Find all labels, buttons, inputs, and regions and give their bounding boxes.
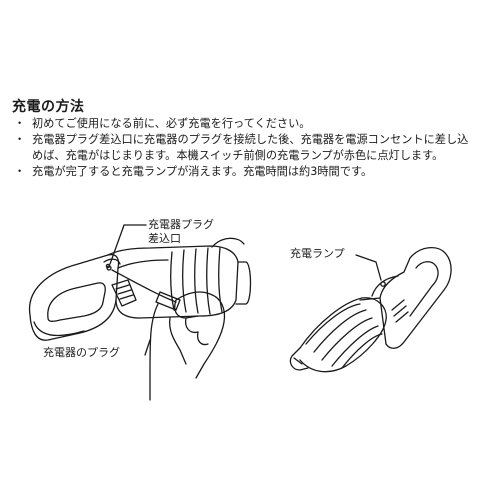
instruction-text: 初めてご使用になる前に、必ず充電を行ってください。 <box>32 117 311 130</box>
inlet-label-line2: 差込口 <box>148 232 181 245</box>
inlet-label-line1: 充電器プラグ <box>148 218 214 231</box>
bullet-marker: ・ <box>14 117 26 130</box>
bullet-marker: ・ <box>14 133 26 146</box>
instruction-text: 充電器プラグ差込口に充電器のプラグを接続した後、充電器を電源コンセントに差し込め… <box>32 133 469 162</box>
bullet-marker: ・ <box>14 165 26 178</box>
list-item: ・ 初めてご使用になる前に、必ず充電を行ってください。 <box>12 116 472 132</box>
list-item: ・ 充電器プラグ差込口に充電器のプラグを接続した後、充電器を電源コンセントに差し… <box>12 132 472 164</box>
plug-label: 充電器のプラグ <box>43 346 120 359</box>
section-heading: 充電の方法 <box>12 99 85 115</box>
instruction-text: 充電が完了すると充電ランプが消えます。充電時間は約3時間です。 <box>32 165 373 178</box>
left-vacuum-drawing <box>28 224 252 401</box>
inlet-label: 充電器プラグ 差込口 <box>148 218 214 246</box>
right-vacuum-drawing <box>289 247 452 373</box>
instruction-list: ・ 初めてご使用になる前に、必ず充電を行ってください。 ・ 充電器プラグ差込口に… <box>12 116 472 180</box>
lamp-label: 充電ランプ <box>290 247 345 260</box>
list-item: ・ 充電が完了すると充電ランプが消えます。充電時間は約3時間です。 <box>12 164 472 180</box>
